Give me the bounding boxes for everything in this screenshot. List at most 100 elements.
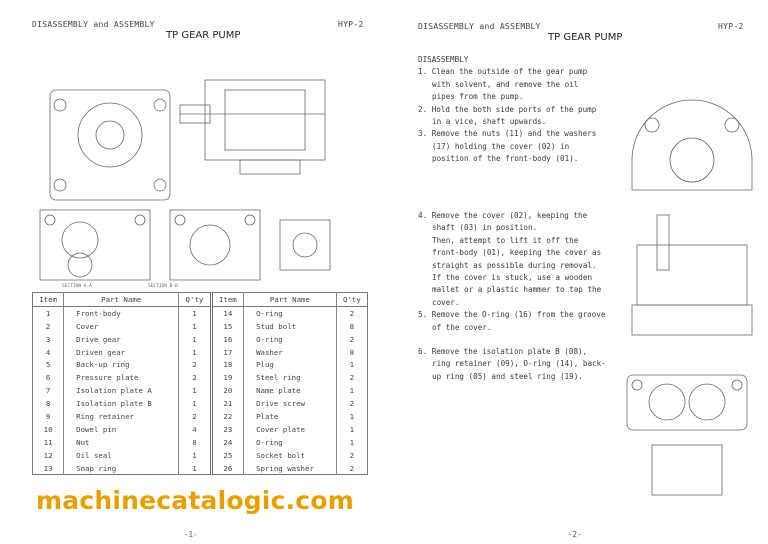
quantity: 8 <box>335 345 368 359</box>
figure-step-3 <box>631 99 753 191</box>
item-number: 2 <box>45 321 51 331</box>
step-4: 4. Remove the cover (02), keeping the sh… <box>418 211 588 233</box>
item-number: 25 <box>209 448 244 462</box>
item-number: 8 <box>45 399 51 409</box>
quantity: 2 <box>178 371 212 385</box>
item-number: 6 <box>45 373 51 383</box>
left-header: DISASSEMBLY and ASSEMBLY <box>32 20 155 29</box>
quantity: 1 <box>335 435 368 449</box>
step-3: 3. Remove the nuts (11) and the washers … <box>418 129 597 164</box>
part-name: Front-body <box>63 306 179 320</box>
item-number: 26 <box>209 461 244 475</box>
item-number: 10 <box>43 424 53 434</box>
part-name: Plug <box>243 358 337 372</box>
item-number: 1 <box>45 308 51 318</box>
item-number: 22 <box>209 410 244 423</box>
quantity: 1 <box>178 461 212 475</box>
quantity: 1 <box>335 358 368 372</box>
part-name: Steel ring <box>243 371 337 385</box>
quantity: 2 <box>335 371 368 385</box>
section-b-drawing <box>169 209 261 281</box>
table-header-row: Item Part Name Q'ty Item Part Name Q'ty <box>32 292 368 307</box>
parts-table: Item Part Name Q'ty Item Part Name Q'ty … <box>32 292 368 476</box>
part-name: Isolation plate A <box>63 384 179 398</box>
item-number: 23 <box>209 422 244 436</box>
right-page-title: TP GEAR PUMP <box>548 32 623 43</box>
quantity: 8 <box>335 319 368 333</box>
part-name: Snap ring <box>63 461 179 475</box>
part-name: Nut <box>63 435 179 449</box>
quantity: 1 <box>178 332 212 346</box>
item-number: 18 <box>209 358 244 372</box>
left-page-code: HYP-2 <box>338 20 364 29</box>
quantity: 2 <box>178 410 212 423</box>
quantity: 2 <box>335 461 368 475</box>
part-name: Isolation plate B <box>63 397 179 411</box>
part-name: Spring washer <box>243 461 337 475</box>
item-number: 12 <box>43 450 53 460</box>
right-page-number: -2- <box>568 530 582 539</box>
quantity: 2 <box>335 332 368 346</box>
part-name: Cover <box>63 319 179 333</box>
step-2: 2. Hold the both side ports of the pump … <box>418 104 597 127</box>
item-number: 11 <box>43 437 53 447</box>
part-name: Oil seal <box>63 448 179 462</box>
front-view-drawing <box>49 89 171 201</box>
item-number: 3 <box>45 334 51 344</box>
disassembly-steps-1: DISASSEMBLY 1. Clean the outside of the … <box>418 54 604 166</box>
quantity: 2 <box>335 306 368 320</box>
right-page-code: HYP-2 <box>718 22 744 31</box>
part-name: Ring retainer <box>63 410 179 423</box>
part-name: Dowel pin <box>63 422 179 436</box>
figure-step-6 <box>626 374 748 496</box>
quantity: 1 <box>178 397 212 411</box>
part-name: O-ring <box>243 332 337 346</box>
step-1: 1. Clean the outside of the gear pump wi… <box>418 67 588 102</box>
item-number: 5 <box>45 360 51 370</box>
col-part-name: Part Name <box>243 292 337 307</box>
section-a-label: SECTION A-A <box>62 284 92 289</box>
step-4-note: If the cover is stuck, use a wooden mall… <box>432 273 602 307</box>
part-name: Stud bolt <box>243 319 337 333</box>
quantity: 1 <box>178 384 212 398</box>
quantity: 1 <box>178 345 212 359</box>
quantity: 1 <box>335 410 368 423</box>
part-name: Drive gear <box>63 332 179 346</box>
item-number: 14 <box>209 306 244 320</box>
quantity: 2 <box>335 397 368 411</box>
part-name: Plate <box>243 410 337 423</box>
right-header: DISASSEMBLY and ASSEMBLY <box>418 22 541 31</box>
step-5: 5. Remove the O-ring (16) from the groov… <box>418 310 606 332</box>
col-qty: Q'ty <box>178 292 212 307</box>
disassembly-figures <box>626 99 753 496</box>
part-name: Socket bolt <box>243 448 337 462</box>
part-name: Washer <box>243 345 337 359</box>
item-number: 16 <box>209 332 244 346</box>
section-heading: DISASSEMBLY <box>418 55 469 64</box>
left-page-number: -1- <box>184 530 198 539</box>
part-name: Pressure plate <box>63 371 179 385</box>
item-number: 13 <box>43 463 53 473</box>
quantity: 2 <box>178 358 212 372</box>
detail-drawing <box>279 219 331 271</box>
step-6: 6. Remove the isolation plate B (08), ri… <box>418 347 606 381</box>
step-4-detail: Then, attempt to lift it off the front-b… <box>432 235 602 270</box>
item-number: 9 <box>45 411 51 421</box>
pump-exploded-drawing <box>39 79 331 281</box>
item-number: 15 <box>209 319 244 333</box>
part-name: Driven gear <box>63 345 179 359</box>
quantity: 1 <box>178 448 212 462</box>
section-b-label: SECTION B-B <box>148 284 178 289</box>
